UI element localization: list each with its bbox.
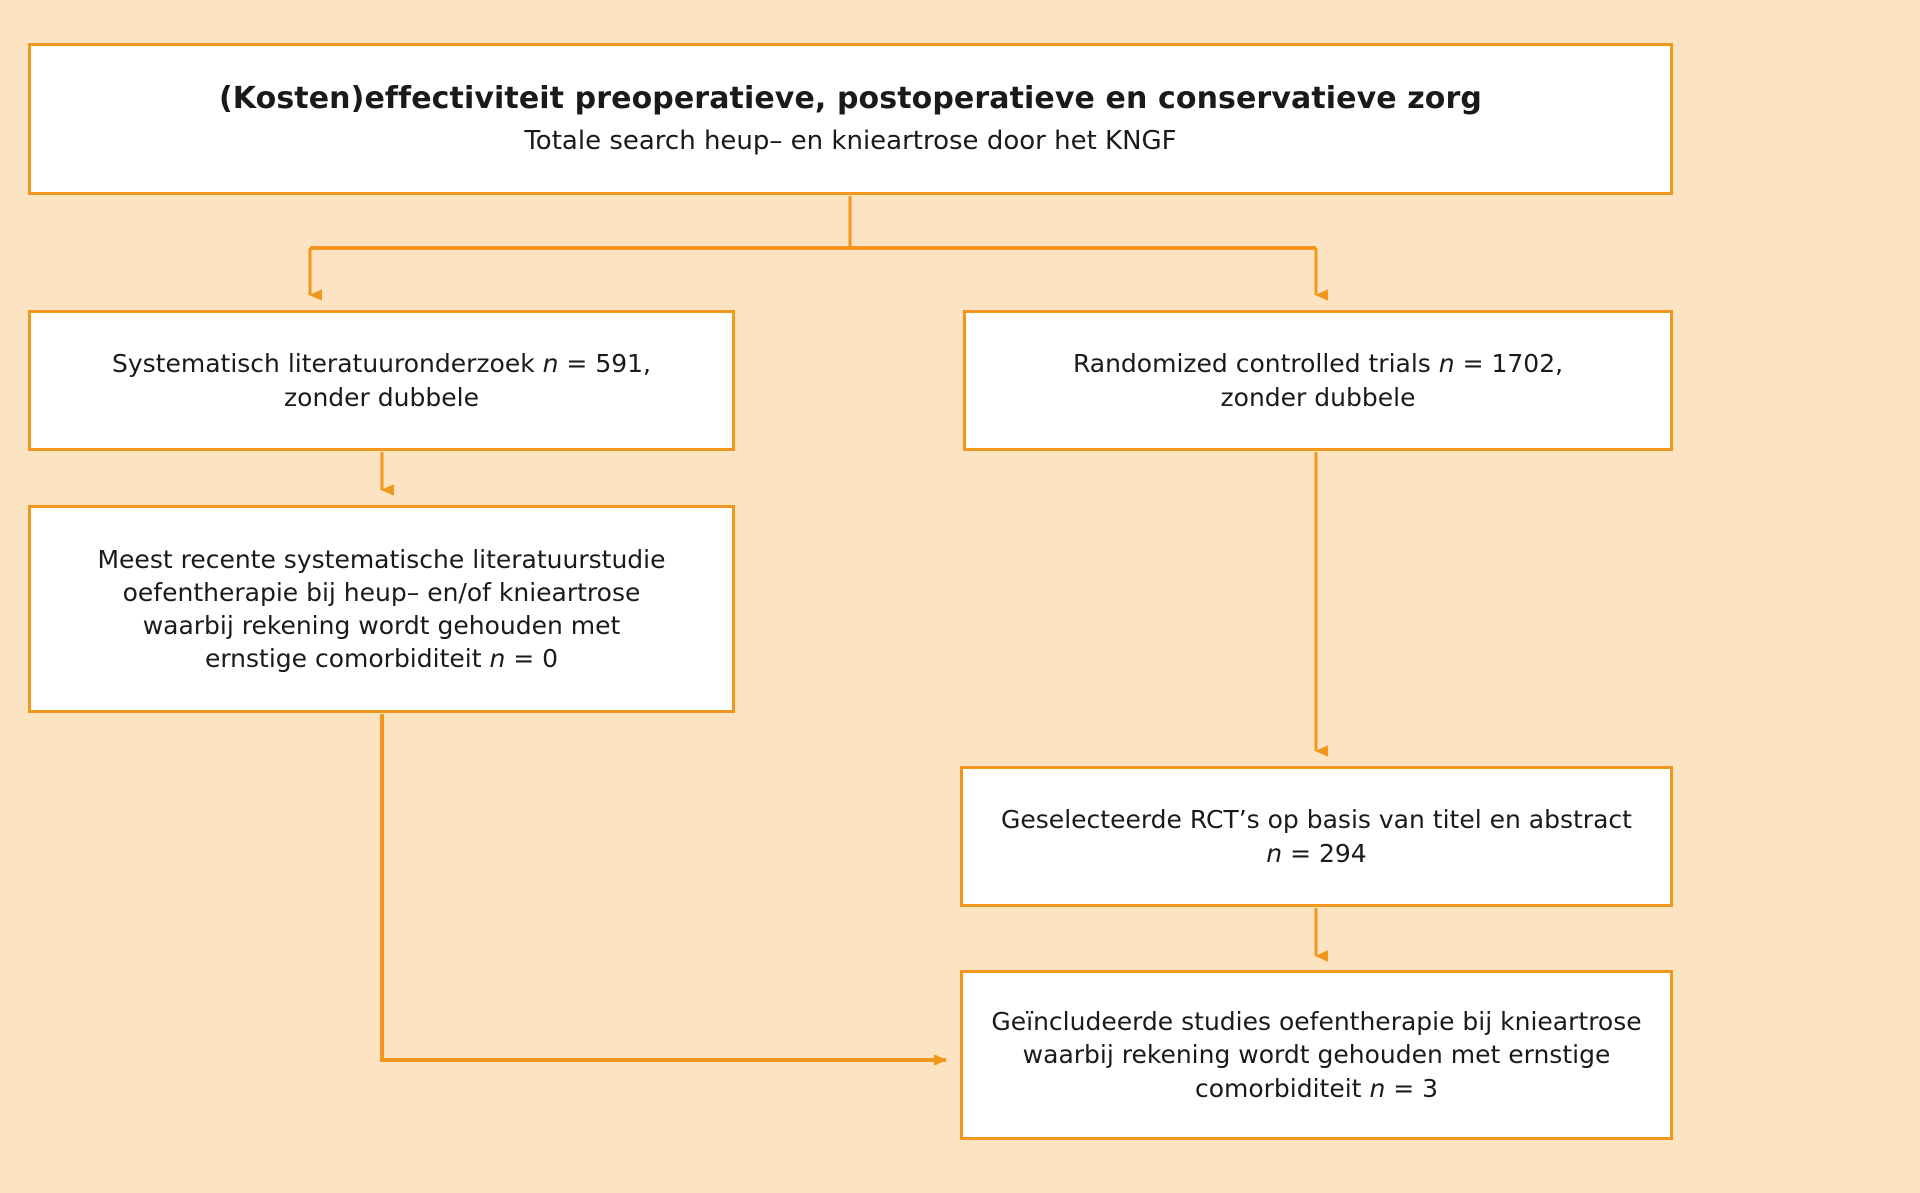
connector-most-recent-review-to-included-studies [380, 714, 947, 1066]
node-randomized-controlled-trials: Randomized controlled trials n = 1702, z… [963, 310, 1673, 451]
node-most-recent-review-line-3: waarbij rekening wordt gehouden met [142, 611, 621, 640]
node-selected-rcts-line-2: n = 294 [1266, 838, 1367, 868]
node-most-recent-review-line-4: ernstige comorbiditeit n = 0 [204, 644, 559, 674]
node-systematic-literature-line-1: Systematisch literatuuronderzoek n = 591… [111, 349, 651, 379]
node-randomized-controlled-trials-line-1: Randomized controlled trials n = 1702, [1072, 349, 1564, 379]
node-most-recent-review-line-2: oefentherapie bij heup– en/of knieartros… [122, 577, 641, 607]
node-included-studies: Geïncludeerde studies oefentherapie bij … [960, 970, 1673, 1140]
node-title-heading: (Kosten)effectiviteit preoperatieve, pos… [219, 81, 1482, 117]
node-most-recent-review-line-1: Meest recente systematische literatuurst… [97, 544, 666, 574]
node-title-subheading: Totale search heup– en knieartrose door … [524, 126, 1177, 157]
node-included-studies-line-1: Geïncludeerde studies oefentherapie bij … [991, 1007, 1642, 1037]
node-randomized-controlled-trials-line-2: zonder dubbele [1220, 382, 1416, 412]
node-selected-rcts-line-1: Geselecteerde RCT’s op basis van titel e… [1001, 805, 1632, 835]
node-selected-rcts: Geselecteerde RCT’s op basis van titel e… [960, 766, 1673, 907]
node-systematic-literature: Systematisch literatuuronderzoek n = 591… [28, 310, 735, 451]
node-included-studies-line-3: comorbiditeit n = 3 [1194, 1073, 1439, 1103]
node-title: (Kosten)effectiviteit preoperatieve, pos… [28, 43, 1673, 195]
node-included-studies-line-2: waarbij rekening wordt gehouden met erns… [1022, 1040, 1611, 1070]
node-most-recent-review: Meest recente systematische literatuurst… [28, 505, 735, 713]
node-systematic-literature-line-2: zonder dubbele [284, 382, 479, 412]
